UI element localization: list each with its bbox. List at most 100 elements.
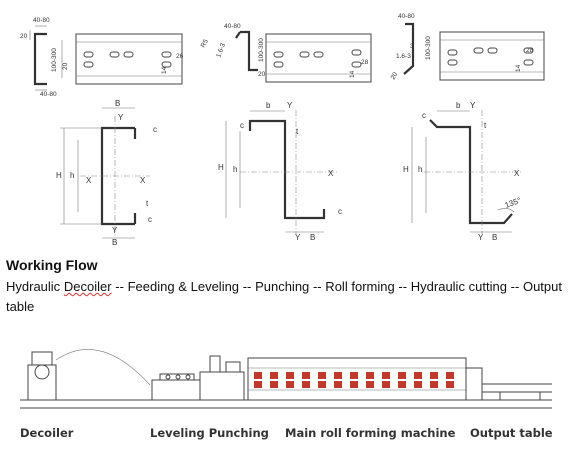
plate-dim-a: 28	[361, 59, 369, 66]
roller-top	[254, 372, 262, 379]
output-table-unit	[482, 383, 552, 400]
roller-bottom	[398, 381, 406, 388]
decoiler-unit	[22, 349, 151, 401]
label-H: H	[56, 171, 62, 180]
label-angle: 135°	[504, 196, 523, 210]
machine-layout: Decoiler Leveling Punching Main roll for…	[20, 349, 553, 440]
label-B: B	[115, 99, 120, 108]
label-t: t	[484, 121, 487, 130]
roller-top	[302, 372, 310, 379]
roller-top	[366, 372, 374, 379]
plate-dim-b: 14	[515, 64, 522, 72]
label-t: t	[146, 199, 149, 208]
working-flow-description: Hydraulic Decoiler -- Feeding & Leveling…	[6, 277, 562, 317]
dim-z2-bottom: 20	[390, 71, 400, 81]
label-t: t	[296, 127, 299, 136]
roller-bottom	[382, 381, 390, 388]
roller-bottom	[446, 381, 454, 388]
label-Y-bottom: Y	[478, 233, 484, 242]
label-h: h	[418, 165, 422, 174]
roller-bottom	[430, 381, 438, 388]
profile-c-top: 40-80 20 100-300 20 40-80	[20, 17, 69, 98]
label-h: h	[70, 171, 74, 180]
label-B-bottom: B	[112, 238, 117, 247]
label-X-left: X	[86, 176, 92, 185]
machine-label-decoiler: Decoiler	[20, 426, 74, 440]
machine-label-main: Main roll forming machine	[285, 426, 456, 440]
roller-bottom	[414, 381, 422, 388]
roller-stands	[254, 372, 454, 388]
label-Y: Y	[470, 101, 476, 110]
punched-plate-1: 26 14	[75, 33, 184, 85]
dim-z-lip: 20	[258, 71, 266, 78]
label-b: b	[456, 101, 461, 110]
punched-plate-3: 28 14	[439, 31, 545, 81]
roller-bottom	[302, 381, 310, 388]
roller-bottom	[350, 381, 358, 388]
roller-top	[398, 372, 406, 379]
roller-top	[334, 372, 342, 379]
roller-bottom	[254, 381, 262, 388]
dim-z-height: 100-300	[258, 38, 265, 62]
main-roll-forming-unit	[247, 357, 467, 401]
roller-top	[286, 372, 294, 379]
punching-unit	[199, 355, 245, 401]
label-c: c	[240, 121, 244, 130]
dim-z2-thickness: 1.6-3	[396, 53, 411, 60]
label-B-bottom: B	[310, 233, 315, 242]
dim-lip: 20	[20, 33, 28, 40]
punched-plate-2: 28 14	[265, 33, 372, 83]
roller-top	[430, 372, 438, 379]
label-H: H	[218, 163, 224, 172]
dim-lip-bottom: 20	[62, 62, 69, 70]
dim-bottom-width: 40-80	[40, 91, 57, 98]
label-c: c	[153, 125, 157, 134]
section-z-angled: c b Y t H h X 135° Y B	[403, 101, 522, 242]
label-Y: Y	[118, 113, 124, 122]
roller-bottom	[270, 381, 278, 388]
label-c-bottom: c	[148, 215, 152, 224]
label-h: h	[233, 165, 237, 174]
desc-decoiler-word: Decoiler	[63, 279, 112, 294]
label-Y-bottom: Y	[112, 226, 118, 235]
profile-z-angled-top: 40-80 3 1.6-3 100-300 20	[390, 13, 432, 81]
dim-radius: R5	[200, 38, 210, 49]
plate-dim-b: 14	[349, 70, 356, 78]
label-X-right: X	[140, 176, 146, 185]
roller-top	[318, 372, 326, 379]
dim-z-width: 40-80	[224, 23, 241, 30]
roller-top	[446, 372, 454, 379]
profile-z-top: 40-80 R5 1.6-3 100-300 20	[200, 23, 266, 78]
machine-label-leveling-punching: Leveling Punching	[150, 426, 269, 440]
plate-dim-b: 14	[161, 66, 168, 74]
label-Y-bottom: Y	[295, 233, 301, 242]
dim-top-width: 40-80	[33, 17, 50, 24]
cutting-unit	[465, 367, 483, 401]
label-b: b	[266, 101, 271, 110]
label-X: X	[328, 169, 334, 178]
dim-height: 100-300	[51, 48, 58, 72]
section-c: B Y c H h X X t c Y B	[56, 99, 157, 247]
label-X: X	[514, 169, 520, 178]
desc-part-2: -- Feeding & Leveling -- Punching -- Rol…	[6, 279, 562, 314]
roller-top	[414, 372, 422, 379]
label-c: c	[422, 111, 426, 120]
roller-top	[350, 372, 358, 379]
label-c-bottom: c	[338, 207, 342, 216]
roller-bottom	[318, 381, 326, 388]
roller-top	[382, 372, 390, 379]
plate-dim-a: 28	[526, 47, 534, 54]
section-title: Working Flow	[6, 257, 98, 273]
section-z: b Y c t H h X c Y B	[218, 101, 342, 242]
roller-bottom	[286, 381, 294, 388]
leveling-unit	[151, 373, 201, 401]
desc-part-1: Hydraulic	[6, 279, 64, 294]
dim-z2-height: 100-300	[425, 36, 432, 60]
roller-bottom	[366, 381, 374, 388]
dim-thickness: 1.6-3	[215, 42, 227, 59]
label-Y: Y	[287, 101, 293, 110]
dim-z2-width: 40-80	[398, 13, 415, 20]
plate-dim-a: 26	[176, 53, 184, 60]
label-B-bottom: B	[492, 233, 497, 242]
